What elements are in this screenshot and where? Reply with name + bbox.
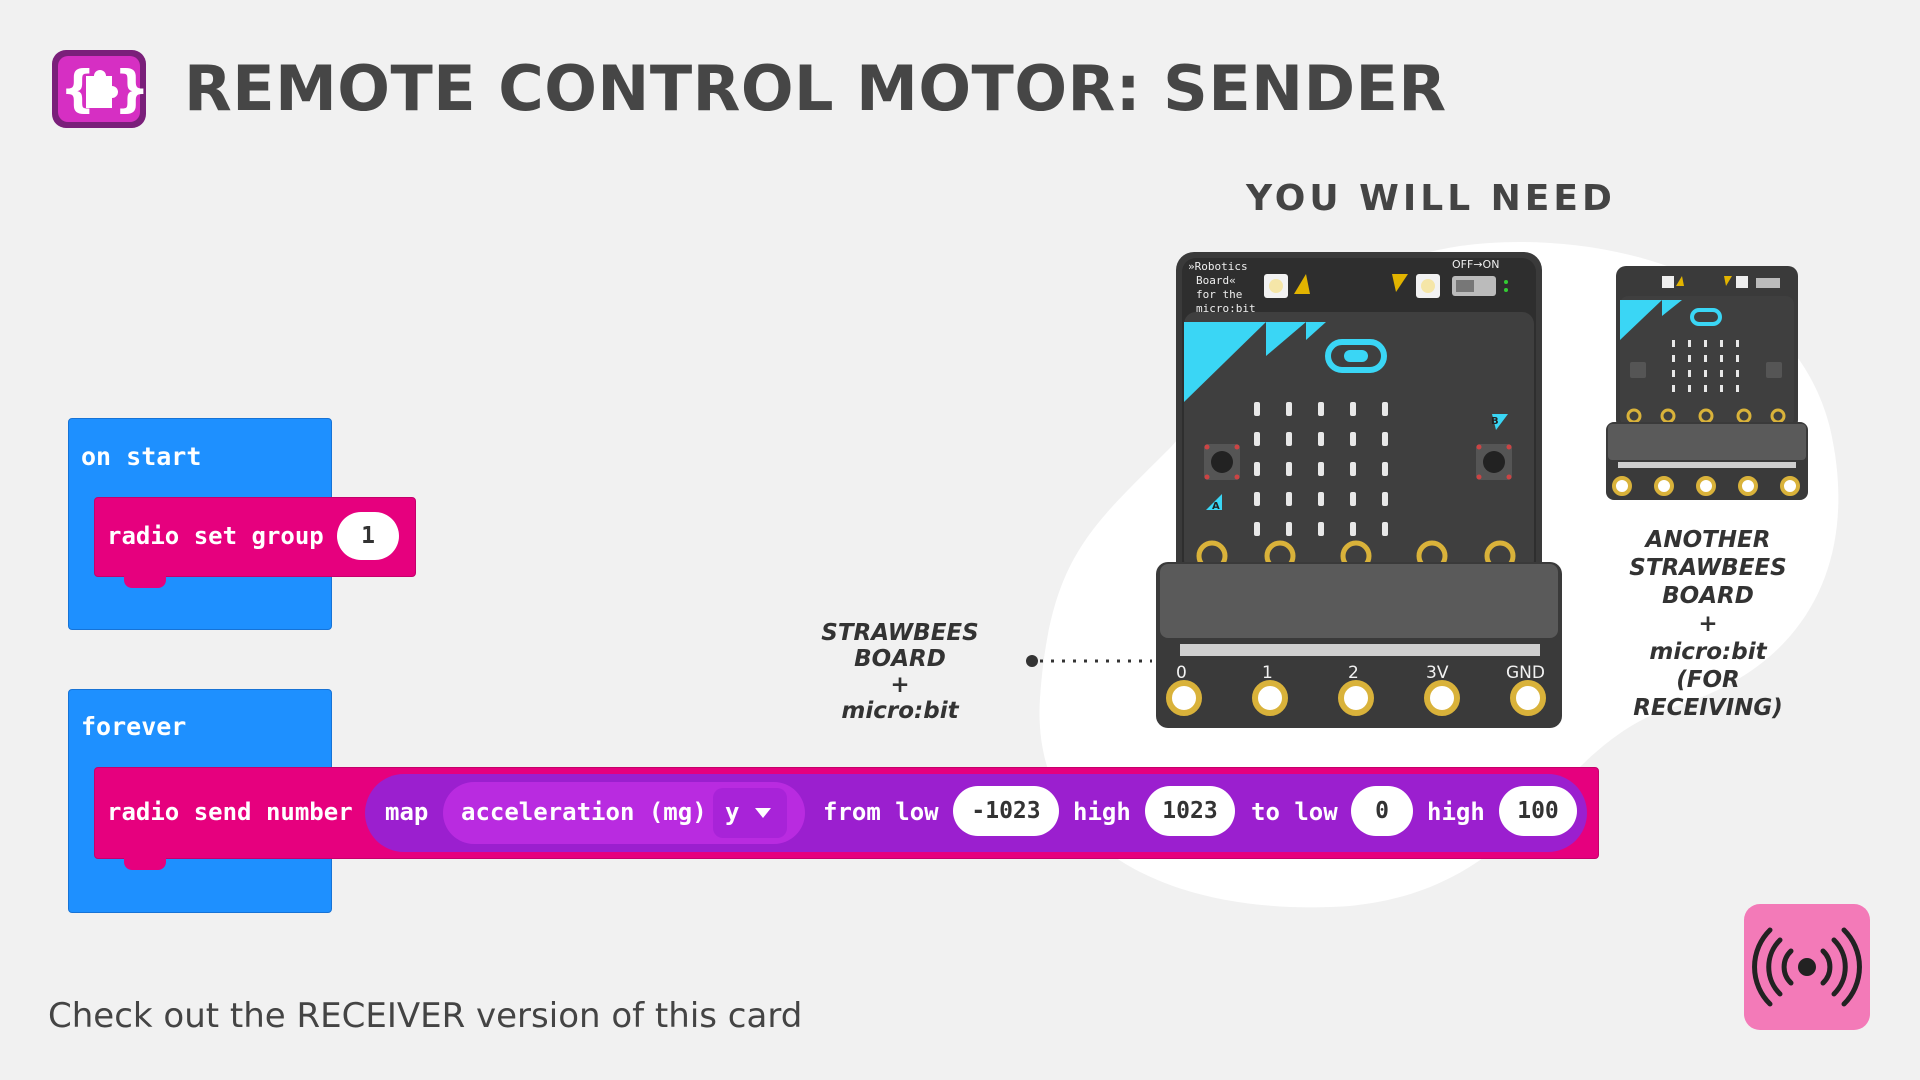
to-low-input[interactable]: 0 bbox=[1351, 786, 1413, 836]
to-high-input[interactable]: 100 bbox=[1499, 786, 1577, 836]
radio-send-number-notch bbox=[124, 856, 166, 870]
caption-leader-line bbox=[1026, 655, 1152, 667]
chevron-down-icon bbox=[755, 808, 771, 818]
svg-text:2: 2 bbox=[1348, 663, 1359, 683]
svg-text:GND: GND bbox=[1506, 663, 1545, 683]
high-label-1: high bbox=[1073, 798, 1131, 826]
strawbees-board-second bbox=[1606, 266, 1808, 500]
radio-set-group-block[interactable]: radio set group 1 bbox=[94, 497, 416, 577]
svg-text:micro:bit: micro:bit bbox=[1196, 302, 1256, 315]
on-start-label: on start bbox=[81, 442, 202, 471]
group-value-input[interactable]: 1 bbox=[337, 512, 399, 560]
page-title: REMOTE CONTROL MOTOR: SENDER bbox=[184, 52, 1447, 125]
from-low-input[interactable]: -1023 bbox=[953, 786, 1059, 836]
axis-dropdown-value: y bbox=[725, 798, 740, 826]
svg-text:»Robotics: »Robotics bbox=[1188, 260, 1248, 273]
receiver-version-note[interactable]: Check out the RECEIVER version of this c… bbox=[48, 996, 803, 1036]
radio-broadcast-icon bbox=[1744, 904, 1870, 1030]
puzzle-braces-icon: { } bbox=[52, 50, 148, 128]
main-board-caption: STRAWBEES BOARD + micro:bit bbox=[821, 620, 979, 724]
map-label: map bbox=[385, 798, 429, 826]
svg-text:B: B bbox=[1491, 416, 1499, 427]
second-board-caption: ANOTHER STRAWBEES BOARD + micro:bit (FOR… bbox=[1629, 527, 1787, 721]
acceleration-label: acceleration (mg) bbox=[461, 798, 707, 826]
radio-set-group-label: radio set group bbox=[107, 522, 324, 550]
radio-send-number-label: radio send number bbox=[107, 798, 353, 826]
strawbees-board-main: »Robotics Board« for the micro:bit OFF→O… bbox=[1156, 252, 1562, 728]
svg-text:Board«: Board« bbox=[1196, 274, 1236, 287]
svg-text:0: 0 bbox=[1176, 663, 1187, 683]
radio-send-number-block[interactable]: radio send number map acceleration (mg) … bbox=[94, 767, 1599, 859]
svg-text:OFF→ON: OFF→ON bbox=[1452, 258, 1499, 271]
axis-dropdown[interactable]: y bbox=[713, 788, 787, 838]
svg-text:for the: for the bbox=[1196, 288, 1242, 301]
from-low-label: from low bbox=[823, 798, 939, 826]
high-label-2: high bbox=[1427, 798, 1485, 826]
you-will-need-heading: YOU WILL NEED bbox=[1246, 178, 1616, 219]
radio-set-group-notch bbox=[124, 574, 166, 588]
svg-text:3V: 3V bbox=[1426, 663, 1449, 683]
forever-label: forever bbox=[81, 712, 187, 741]
to-low-label: to low bbox=[1251, 798, 1338, 826]
svg-text:1: 1 bbox=[1262, 663, 1273, 683]
svg-text:A: A bbox=[1212, 501, 1220, 512]
svg-text:}: } bbox=[114, 60, 148, 118]
from-high-input[interactable]: 1023 bbox=[1145, 786, 1235, 836]
